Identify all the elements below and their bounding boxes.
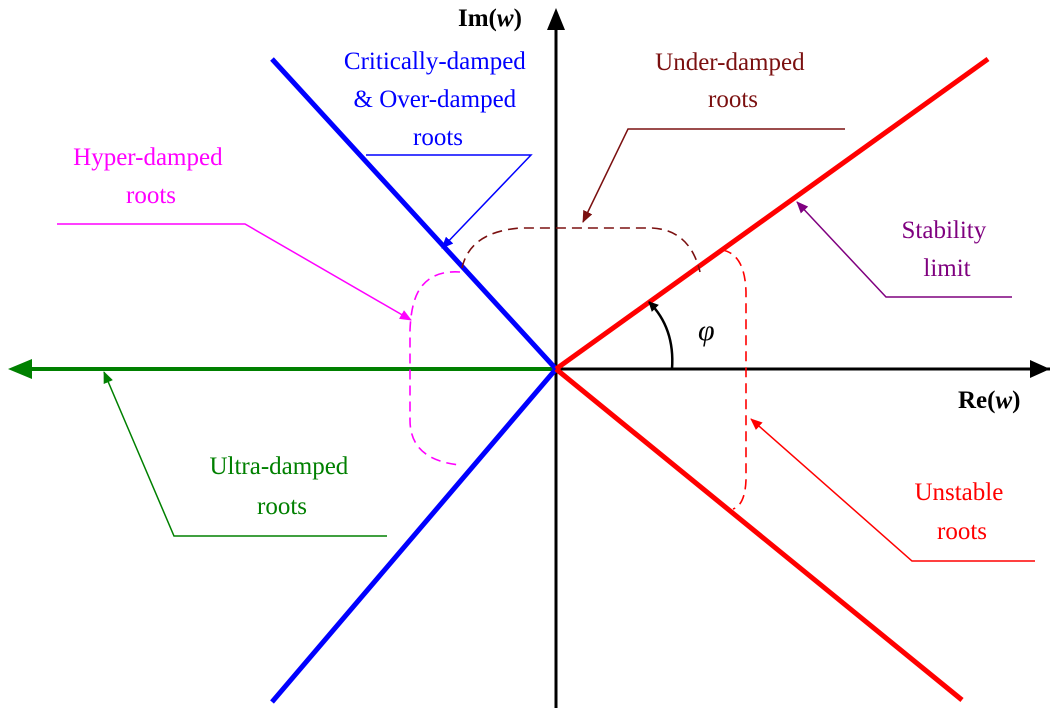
critically-damped-line-lower xyxy=(270,367,558,704)
unstable-leader xyxy=(750,418,1035,562)
ultra-damped-leader xyxy=(103,371,387,537)
stability-limit-label: Stability limit xyxy=(902,217,993,282)
stability-limit-line xyxy=(554,56,990,372)
angle-symbol: φ xyxy=(698,314,715,347)
hyper-damped-label: Hyper-damped roots xyxy=(73,144,229,209)
critically-damped-label: Critically-damped & Over-damped roots xyxy=(344,48,532,151)
imaginary-axis-label: Im(w) xyxy=(458,5,522,32)
under-damped-label: Under-damped roots xyxy=(655,49,811,113)
angle-arc xyxy=(648,301,674,370)
ultra-damped-arrowhead xyxy=(8,359,32,379)
under-damped-leader xyxy=(582,128,845,223)
unstable-region xyxy=(721,249,747,510)
critically-damped-line-upper xyxy=(270,57,558,371)
stability-limit-leader xyxy=(796,201,1012,298)
real-axis-arrowhead xyxy=(1030,360,1050,378)
ultra-damped-label: Ultra-damped roots xyxy=(209,453,354,520)
under-damped-region xyxy=(461,227,701,273)
hyper-damped-region xyxy=(409,271,461,466)
unstable-label: Unstable roots xyxy=(914,479,1009,545)
critically-damped-leader xyxy=(366,154,533,249)
real-axis-label: Re(w) xyxy=(958,387,1021,414)
hyper-damped-leader xyxy=(57,223,412,321)
unstable-line-lower xyxy=(554,367,964,702)
imaginary-axis-arrowhead xyxy=(547,8,565,30)
